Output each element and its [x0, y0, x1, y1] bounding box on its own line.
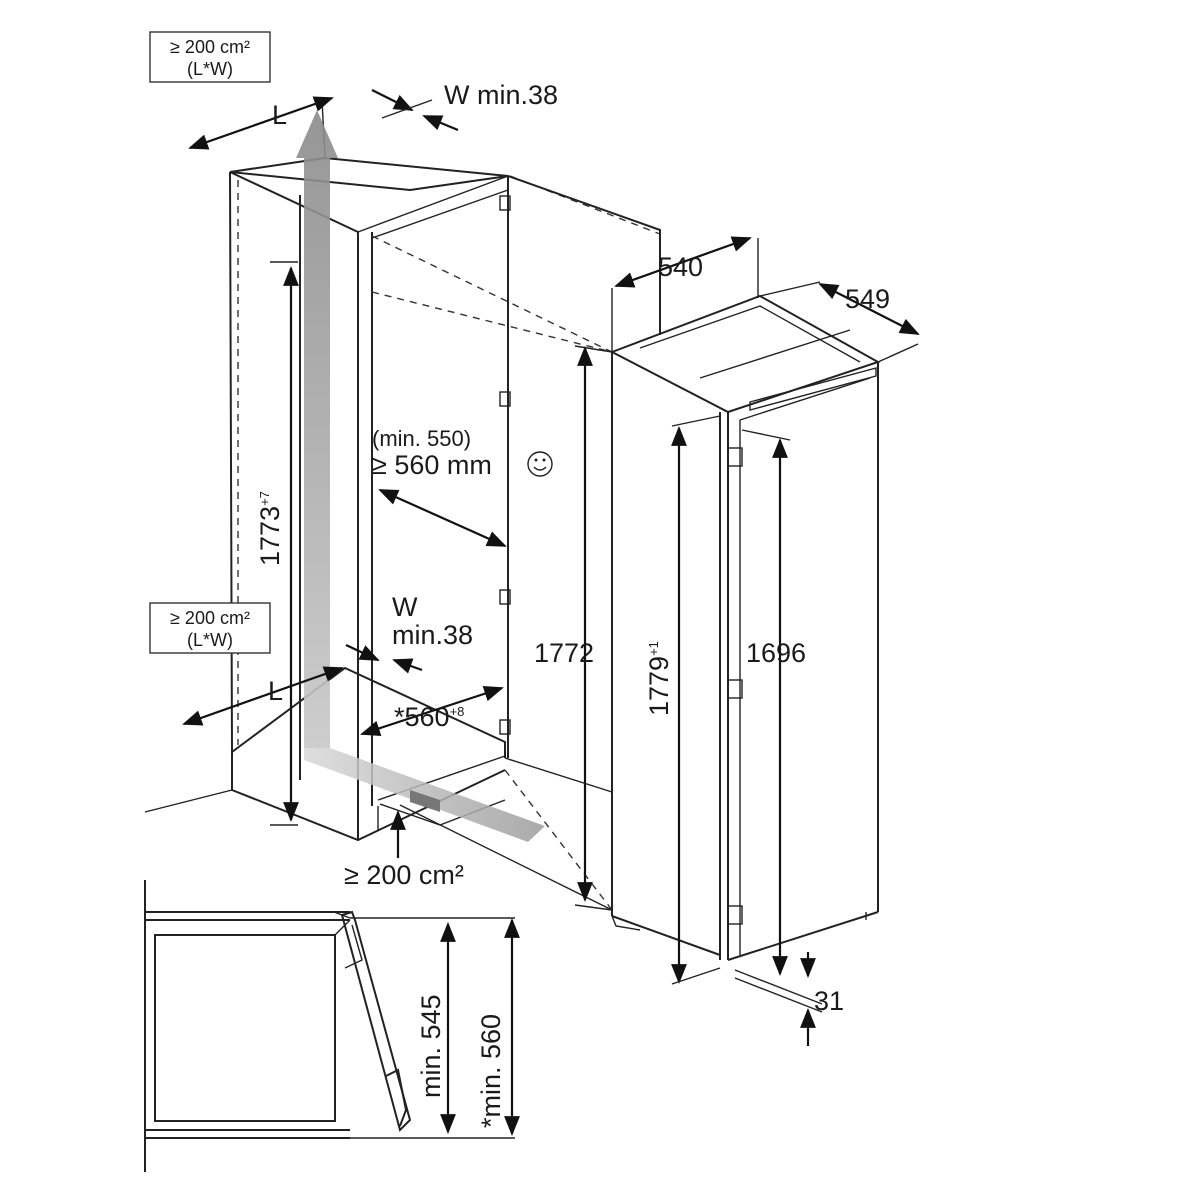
l-top-dimension	[188, 96, 334, 150]
niche-depth-dimension	[378, 488, 507, 548]
svg-text:≥ 200 cm²: ≥ 200 cm²	[170, 37, 250, 57]
min-545-label: min. 545	[416, 994, 446, 1098]
l-bottom-label: L	[268, 676, 283, 706]
niche-depth-label: ≥ 560 mm	[372, 450, 492, 480]
smiley-icon	[527, 451, 553, 477]
appliance-height-label: 1772	[534, 638, 594, 668]
niche-depth-min-label: (min. 550)	[372, 426, 471, 451]
w-mid-arrow-b	[392, 658, 423, 674]
niche-height-label: 1773+7	[255, 491, 285, 566]
w-mid-label-1: W	[392, 592, 418, 622]
offset-label: 31	[814, 986, 844, 1016]
l-bottom-dimension	[182, 666, 344, 726]
appliance-body	[609, 294, 881, 961]
inner-height-label: 1696	[746, 638, 806, 668]
w-top-label: W min.38	[444, 80, 558, 110]
svg-text:(L*W): (L*W)	[187, 59, 233, 79]
offset-guides	[734, 969, 823, 1013]
w-top-arrow-a	[371, 89, 414, 111]
width-dimension	[614, 236, 752, 288]
appliance-hinge-icon	[727, 447, 743, 925]
w-mid-label-2: min.38	[392, 620, 473, 650]
min-560-label: *min. 560	[476, 1014, 506, 1128]
depth-dimension	[818, 283, 920, 335]
vent-bottom-label: ≥ 200 cm²	[344, 860, 464, 890]
cross-section-detail	[144, 880, 515, 1172]
vent-mid-label: ≥ 200 cm² (L*W)	[149, 602, 271, 654]
w-top-arrow-b	[422, 114, 459, 132]
vent-top-label: ≥ 200 cm² (L*W)	[149, 31, 271, 83]
width-label: 540	[658, 252, 703, 282]
niche-width-label: *560+8	[394, 702, 464, 732]
niche-width-dimension	[360, 686, 504, 736]
airflow-arrow-icon	[296, 110, 545, 842]
svg-text:≥ 200 cm²: ≥ 200 cm²	[170, 608, 250, 628]
svg-text:(L*W): (L*W)	[187, 630, 233, 650]
depth-label: 549	[845, 284, 890, 314]
l-top-label: L	[272, 100, 287, 130]
w-top-guide	[381, 99, 433, 119]
door-height-label: 1779+1	[644, 641, 674, 716]
w-mid-arrow-a	[345, 644, 380, 661]
niche-hinge-icon	[499, 195, 511, 735]
